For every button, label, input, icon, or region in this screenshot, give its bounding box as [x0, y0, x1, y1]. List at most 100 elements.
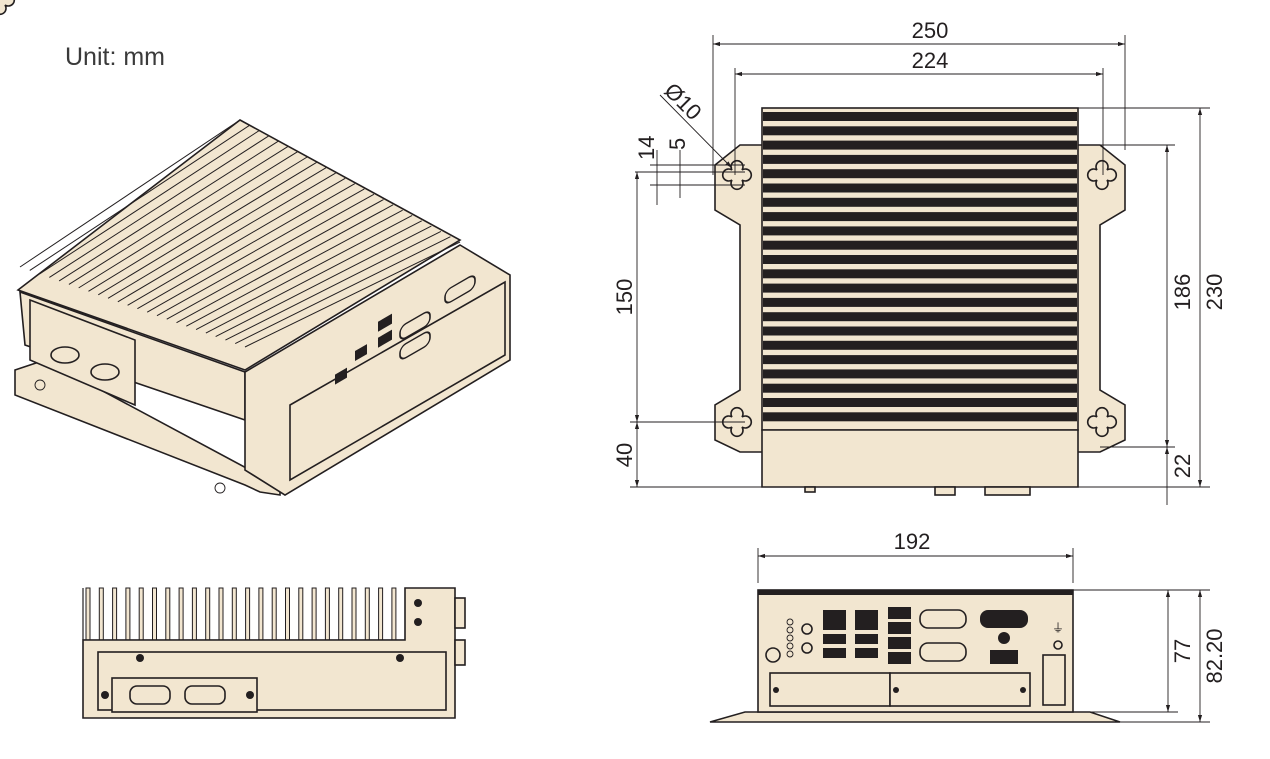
fin [763, 312, 1077, 322]
fin [351, 587, 357, 641]
svg-text:⏚: ⏚ [1052, 621, 1064, 635]
fin [39, 130, 260, 275]
fin [763, 340, 1077, 350]
fin [258, 587, 264, 641]
fin [19, 119, 241, 268]
vga-port-icon [980, 610, 1028, 628]
lan-port-icon [823, 610, 846, 630]
dim-186: 186 [1170, 274, 1195, 311]
fin [112, 587, 118, 641]
fin [298, 587, 304, 641]
fin [186, 209, 403, 327]
fin [763, 297, 1077, 307]
fin [763, 126, 1077, 136]
serial-port-icon [919, 642, 967, 662]
dim-77: 77 [1170, 639, 1195, 663]
fin [271, 587, 277, 641]
fin [137, 183, 356, 310]
fin [125, 587, 131, 641]
fin [205, 220, 422, 334]
fin [391, 587, 397, 641]
fin [85, 587, 91, 641]
fin [763, 255, 1077, 264]
fin [763, 240, 1077, 250]
dim-192: 192 [894, 529, 931, 554]
fin [231, 587, 237, 641]
fin [763, 154, 1077, 164]
fin [178, 587, 184, 641]
fin [763, 369, 1077, 379]
dim-82-20: 82.20 [1202, 628, 1227, 683]
dim-150: 150 [612, 279, 637, 316]
fin [763, 398, 1077, 407]
fin [763, 169, 1077, 179]
fin [107, 167, 327, 299]
dim-14: 14 [634, 136, 659, 160]
fin [763, 269, 1077, 279]
fin [218, 587, 224, 641]
fin [215, 225, 432, 338]
fin [98, 587, 104, 641]
mount-hole-icons [0, 0, 1118, 438]
dim-hole-diameter: Ø10 [659, 78, 706, 125]
unit-label: Unit: mm [65, 43, 165, 71]
fin [205, 587, 211, 641]
fin [245, 587, 251, 641]
fin [763, 212, 1077, 222]
lan-port-icon [855, 610, 878, 630]
fin [763, 326, 1077, 336]
fin [98, 162, 317, 296]
dim-230: 230 [1202, 274, 1227, 311]
fin [763, 183, 1077, 193]
top-fins [763, 112, 1077, 422]
fin [763, 355, 1077, 365]
dim-250: 250 [912, 18, 949, 43]
fin [152, 587, 157, 641]
hdmi-port-icon [990, 650, 1018, 664]
power-button-icon [765, 647, 781, 663]
fin [763, 112, 1077, 121]
side-view [82, 587, 466, 719]
fin [763, 226, 1077, 236]
fin [244, 241, 461, 348]
dim-22: 22 [1170, 454, 1195, 478]
fin [58, 140, 279, 282]
fin [234, 236, 451, 344]
fin [191, 587, 197, 641]
iso-io-panel [289, 280, 506, 482]
power-terminal [1042, 654, 1066, 706]
isometric-fins [19, 119, 461, 348]
fin [763, 140, 1077, 150]
fin [763, 383, 1077, 393]
fin [68, 146, 289, 285]
fin [763, 283, 1077, 293]
fin [378, 587, 384, 641]
fin [763, 197, 1077, 207]
serial-port-icon [919, 609, 967, 629]
fin [311, 587, 317, 641]
fin [156, 193, 375, 317]
dim-5: 5 [665, 138, 690, 150]
fin [338, 587, 344, 641]
fin [225, 230, 442, 341]
dim-224: 224 [912, 48, 949, 73]
fin [763, 412, 1077, 422]
fin [165, 587, 171, 641]
led-indicators [786, 618, 794, 658]
fin [127, 177, 346, 306]
dim-40: 40 [612, 443, 637, 467]
fin [29, 124, 250, 271]
fin [146, 188, 365, 313]
fin [117, 172, 336, 303]
fin [195, 215, 413, 331]
front-view: ⏚ 192 77 82.20 [709, 529, 1227, 723]
fin [364, 587, 370, 641]
fin [324, 587, 330, 641]
fin [176, 204, 394, 324]
isometric-view [14, 119, 511, 496]
fin [49, 135, 269, 278]
fin [166, 199, 384, 320]
fin [88, 156, 308, 292]
fin [78, 151, 298, 289]
